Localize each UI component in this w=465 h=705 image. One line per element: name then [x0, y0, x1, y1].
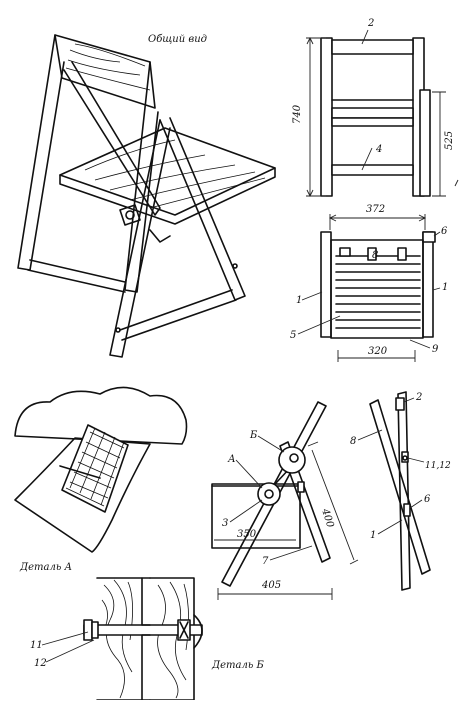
detail-b-label: Деталь Б — [211, 660, 264, 671]
part-9-plan: 9 — [432, 344, 439, 355]
part-8-plan: 8 — [372, 250, 378, 261]
part-11-12-folded: 11,12 — [425, 461, 451, 471]
detail-b: 11 12 Деталь Б — [30, 577, 264, 701]
part-11-detail: 11 — [30, 640, 43, 651]
part-12-detail: 12 — [34, 658, 47, 669]
detail-a: Деталь А — [14, 386, 188, 573]
part-1-folded: 1 — [370, 530, 376, 541]
detail-a-label: Деталь А — [19, 562, 72, 573]
general-view-chair: Общий вид — [17, 34, 276, 358]
front-view: 740 525 2 4 — [292, 18, 459, 198]
dim-350: 350 — [237, 529, 257, 540]
dim-405: 405 — [261, 580, 281, 591]
dim-400: 400 — [319, 507, 336, 530]
part-3-scheme: 3 — [222, 518, 228, 529]
folded-side-view: 2 8 11,12 6 1 — [350, 391, 451, 591]
part-6-plan: 6 — [441, 226, 448, 237]
part-6-folded: 6 — [424, 494, 431, 505]
part-8-folded: 8 — [350, 436, 356, 447]
side-scheme: 350 405 400 Б А 3 7 — [211, 401, 359, 600]
part-5-plan: 5 — [290, 330, 296, 341]
part-2-folded: 2 — [415, 392, 422, 403]
part-1-plan-right: 1 — [442, 282, 448, 293]
general-view-label: Общий вид — [148, 34, 207, 45]
marker-a: А — [227, 454, 236, 465]
dim-height-525: 525 — [444, 131, 455, 150]
part-7-scheme: 7 — [262, 556, 269, 567]
dim-width-320: 320 — [368, 346, 388, 357]
part-2-front: 2 — [367, 18, 374, 29]
part-4-front: 4 — [375, 144, 382, 155]
seat-plan-view: 372 320 6 8 1 1 5 9 — [290, 204, 448, 362]
dim-width-372: 372 — [366, 204, 385, 215]
dim-height-740: 740 — [292, 104, 303, 124]
part-1-plan-left: 1 — [296, 295, 302, 306]
marker-b: Б — [249, 430, 258, 441]
